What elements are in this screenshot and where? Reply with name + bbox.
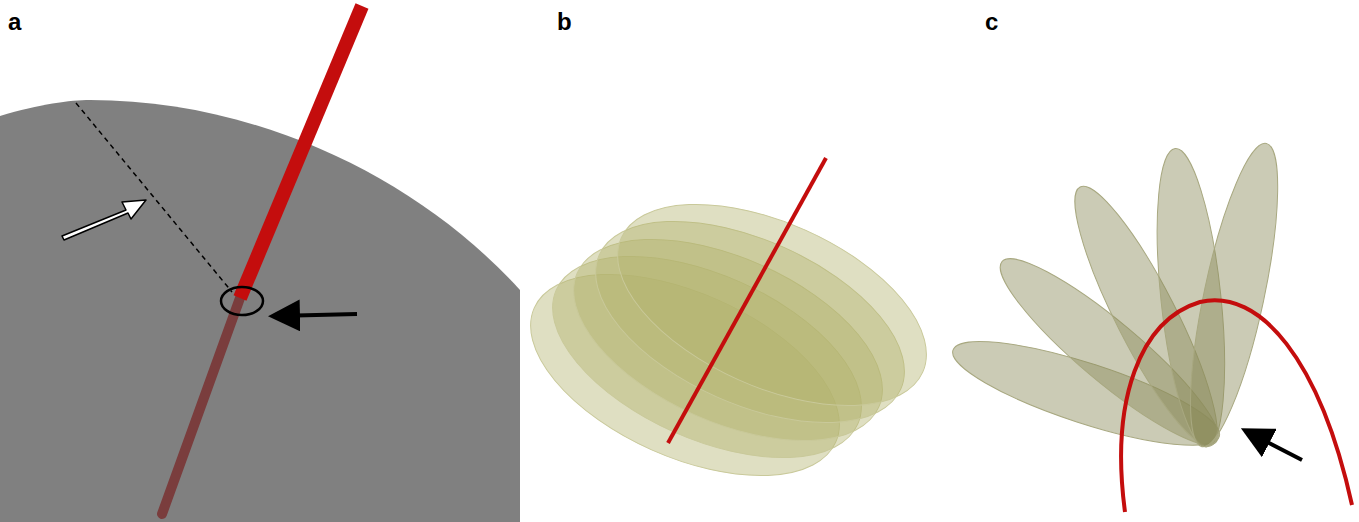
straight-path [668, 158, 826, 443]
entry-ring [221, 287, 263, 315]
panel-letter: b [557, 10, 572, 34]
curved-path [1121, 300, 1352, 512]
surface [0, 100, 520, 522]
rod [240, 6, 362, 298]
panel-letter: a [8, 10, 21, 34]
panel-letter: c [985, 10, 998, 34]
black-arrow [276, 314, 357, 316]
rod-below-surface [162, 298, 240, 514]
dashed-line [76, 103, 232, 292]
white-arrow [62, 200, 146, 240]
black-arrow [1248, 432, 1302, 460]
fan-planes [944, 137, 1296, 465]
planes [501, 163, 956, 517]
